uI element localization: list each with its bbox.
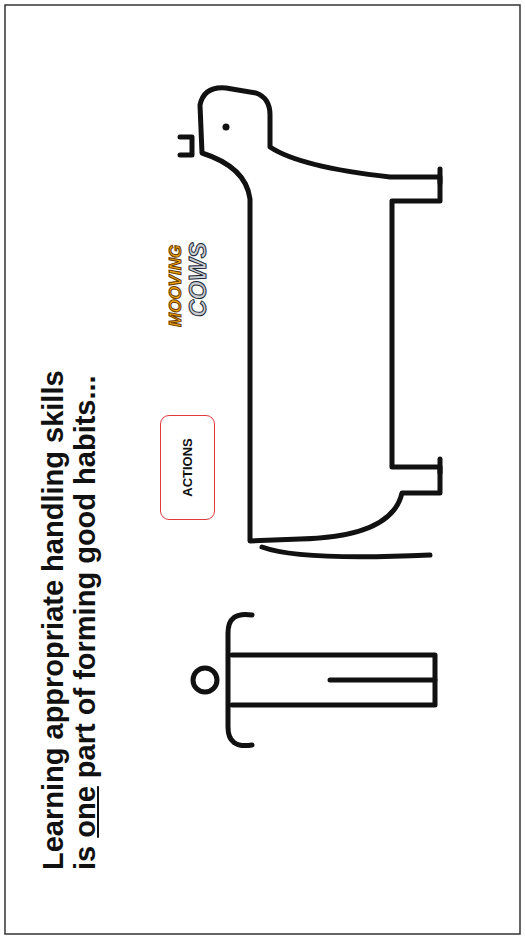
cow-horn [180,137,192,155]
logo-text: COWS [184,242,212,317]
person-head [193,668,217,692]
person-legs [330,678,435,683]
person-arms [228,614,252,745]
cow-outline [200,88,440,541]
cow-eye [223,124,230,131]
logo-text: MOOVING [166,245,186,327]
person-body [232,655,435,705]
box-label: ACTIONS [180,438,195,497]
cow-hooves [438,169,443,473]
slide-border [5,5,520,934]
cow-icon [180,88,440,557]
person-icon [193,614,435,745]
actions-box: ACTIONS [160,415,215,520]
cow-tail [262,547,430,557]
slide-title: Learning appropriate handling skills is … [37,230,101,870]
